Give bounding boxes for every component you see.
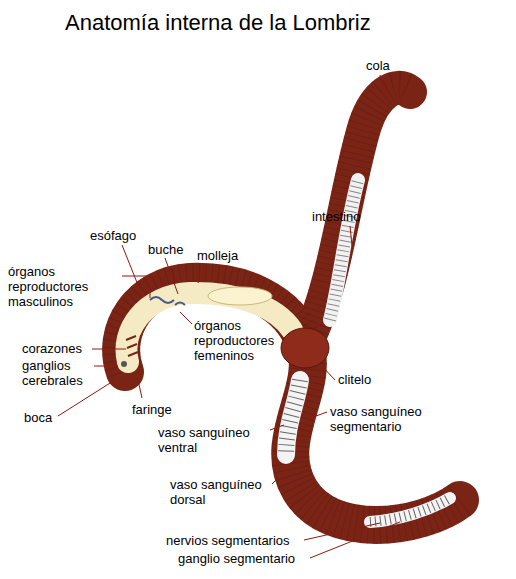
worm-segments (121, 282, 460, 525)
part-label: ganglio segmentario (178, 551, 295, 566)
worm-segments (305, 88, 410, 345)
part-label: buche (148, 242, 183, 257)
part-label: molleja (197, 248, 238, 263)
part-label: clitelo (338, 372, 371, 387)
nerve-cutaway (370, 498, 450, 522)
part-label: ganglios cerebrales (22, 358, 94, 388)
leader-lines (58, 75, 400, 558)
worm-tail (305, 88, 410, 345)
part-label: órganos reproductores masculinos (8, 264, 120, 309)
segmental-nerves (370, 498, 450, 522)
part-label: intestino (312, 209, 360, 224)
part-label: faringe (132, 402, 172, 417)
cerebral-ganglia (121, 361, 127, 367)
intestine-cutaway (330, 180, 358, 320)
worm-body (121, 282, 460, 525)
part-label: órganos reproductores femeninos (194, 318, 306, 363)
diagram-title: Anatomía interna de la Lombriz (65, 10, 371, 36)
part-label: corazones (22, 341, 82, 356)
part-label: nervios segmentarios (166, 533, 290, 548)
hearts (126, 336, 138, 356)
gizzard (208, 287, 272, 305)
part-label: vaso sanguíneo dorsal (170, 477, 274, 507)
vessel-cutaway (286, 380, 300, 455)
part-label: esófago (90, 228, 136, 243)
segmental-vessels (286, 380, 300, 455)
part-label: cola (366, 58, 390, 73)
part-label: vaso sanguíneo ventral (158, 425, 268, 455)
reproductive-organs (150, 297, 185, 305)
intestine-folds (330, 180, 358, 320)
clitellum (281, 328, 329, 368)
part-label: vaso sanguíneo segmentario (330, 404, 448, 434)
part-label: boca (24, 410, 52, 425)
